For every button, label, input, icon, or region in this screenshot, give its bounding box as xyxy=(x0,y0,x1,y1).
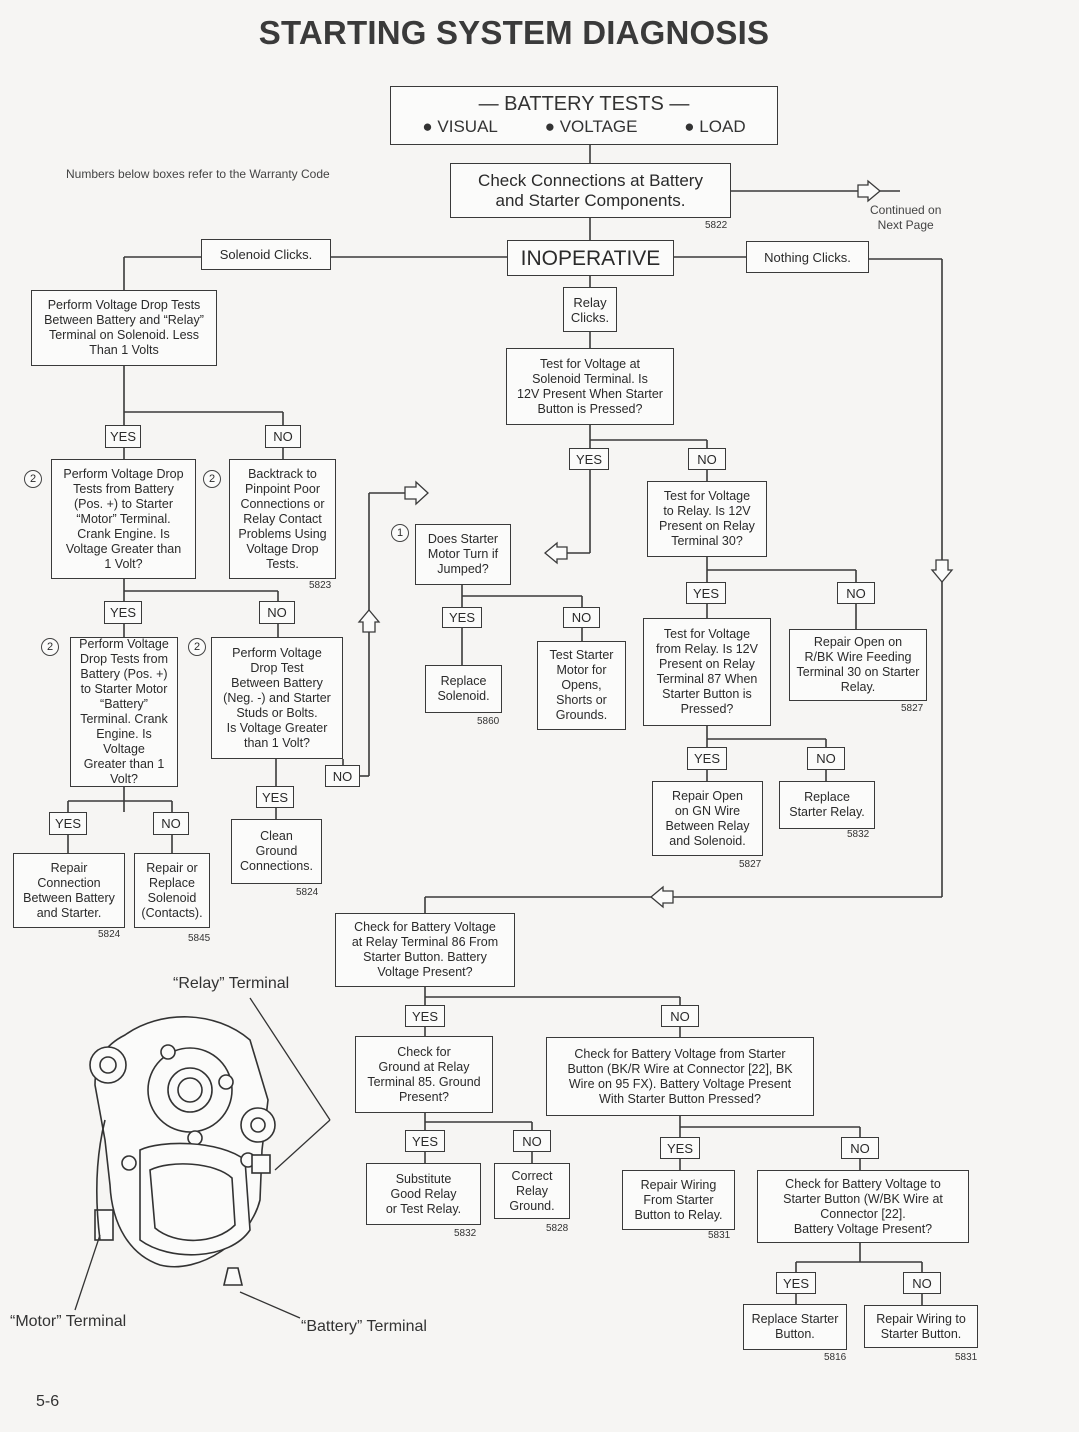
battery-item-voltage: ● VOLTAGE xyxy=(544,117,638,136)
repair-connection-box: Repair Connection Between Battery and St… xyxy=(13,853,125,928)
battery-tests-box: — BATTERY TESTS — ● VISUAL ● VOLTAGE ● L… xyxy=(390,86,778,145)
repair-gn-box: Repair Open on GN Wire Between Relay and… xyxy=(652,781,763,856)
yes-label: YES xyxy=(776,1272,816,1294)
replace-button-box: Replace Starter Button. xyxy=(743,1304,847,1350)
backtrack-box: Backtrack to Pinpoint Poor Connections o… xyxy=(229,459,336,579)
vdrop-relay-box: Perform Voltage Drop Tests Between Batte… xyxy=(31,290,217,366)
yes-label: YES xyxy=(686,582,726,604)
test-relay-30-box: Test for Voltage to Relay. Is 12V Presen… xyxy=(647,481,767,557)
relay-clicks-label: Relay Clicks. xyxy=(563,287,617,332)
warranty-code: 5827 xyxy=(901,703,924,714)
yes-label: YES xyxy=(442,607,482,628)
battery-item-load: ● LOAD xyxy=(684,117,746,136)
yes-label: YES xyxy=(405,1005,445,1027)
inoperative-box: INOPERATIVE xyxy=(507,240,674,276)
vdrop-battery-box: Perform Voltage Drop Tests from Battery … xyxy=(70,637,178,787)
yes-label: YES xyxy=(256,786,294,808)
terminal-leader-lines xyxy=(74,997,331,1319)
step-number-1: 1 xyxy=(391,524,409,542)
vdrop-motor-box: Perform Voltage Drop Tests from Battery … xyxy=(51,459,196,579)
arrow-right-continued xyxy=(857,179,882,203)
no-label: NO xyxy=(513,1130,551,1152)
relay-terminal-label: “Relay” Terminal xyxy=(173,975,290,992)
no-label: NO xyxy=(837,582,875,604)
repair-wiring-button-box: Repair Wiring to Starter Button. xyxy=(864,1305,978,1348)
yes-label: YES xyxy=(105,425,141,448)
no-label: NO xyxy=(903,1272,941,1294)
warranty-code: 5824 xyxy=(98,929,121,940)
warranty-note: Numbers below boxes refer to the Warrant… xyxy=(66,167,330,181)
warranty-code: 5827 xyxy=(739,859,762,870)
starter-motor-illustration xyxy=(89,1016,276,1286)
no-label: NO xyxy=(265,425,301,448)
repair-rbk-box: Repair Open on R/BK Wire Feeding Termina… xyxy=(789,629,927,701)
replace-relay-box: Replace Starter Relay. xyxy=(779,781,875,829)
warranty-code: 5824 xyxy=(296,887,319,898)
no-label: NO xyxy=(259,601,295,624)
step-number-2: 2 xyxy=(41,638,59,656)
page-title: STARTING SYSTEM DIAGNOSIS xyxy=(258,14,770,51)
warranty-code: 5831 xyxy=(708,1230,731,1241)
arrow-down-right xyxy=(930,559,954,584)
check-relay-86-box: Check for Battery Voltage at Relay Termi… xyxy=(335,913,515,987)
vdrop-neg-box: Perform Voltage Drop Test Between Batter… xyxy=(211,637,343,759)
check-button-voltage-box: Check for Battery Voltage from Starter B… xyxy=(546,1037,814,1116)
check-button-wbk-box: Check for Battery Voltage to Starter But… xyxy=(757,1170,969,1243)
page-number: 5-6 xyxy=(36,1393,60,1410)
arrow-up-loop xyxy=(357,608,381,633)
arrow-right-loop xyxy=(404,480,429,506)
continued-note: Continued on Next Page xyxy=(870,203,942,232)
no-label: NO xyxy=(563,607,600,628)
battery-tests-heading: — BATTERY TESTS — xyxy=(478,93,690,115)
yes-label: YES xyxy=(569,448,609,470)
correct-ground-box: Correct Relay Ground. xyxy=(494,1163,570,1219)
substitute-relay-box: Substitute Good Relay or Test Relay. xyxy=(366,1163,481,1225)
warranty-code: 5828 xyxy=(546,1223,569,1234)
repair-wiring-relay-box: Repair Wiring From Starter Button to Rel… xyxy=(622,1170,735,1230)
check-connections-box: Check Connections at Battery and Starter… xyxy=(450,163,731,218)
warranty-code: 5823 xyxy=(309,580,332,591)
battery-terminal-label: “Battery” Terminal xyxy=(301,1318,427,1335)
yes-label: YES xyxy=(405,1130,445,1152)
no-label: NO xyxy=(688,448,726,470)
arrow-left-relay86 xyxy=(649,885,674,909)
test-relay-87-box: Test for Voltage from Relay. Is 12V Pres… xyxy=(643,618,771,726)
warranty-code: 5845 xyxy=(188,933,211,944)
test-starter-box: Test Starter Motor for Opens, Shorts or … xyxy=(537,641,626,730)
motor-terminal-label: “Motor” Terminal xyxy=(10,1313,127,1330)
warranty-code: 5832 xyxy=(454,1228,477,1239)
nothing-clicks-label: Nothing Clicks. xyxy=(746,241,869,273)
step-number-2: 2 xyxy=(203,470,221,488)
yes-label: YES xyxy=(49,812,87,835)
arrow-left-jumped xyxy=(543,541,568,565)
yes-label: YES xyxy=(687,747,727,770)
warranty-code: 5822 xyxy=(705,220,728,231)
check-ground-85-box: Check for Ground at Relay Terminal 85. G… xyxy=(355,1036,493,1113)
no-label: NO xyxy=(325,765,360,787)
warranty-code: 5816 xyxy=(824,1352,847,1363)
solenoid-clicks-label: Solenoid Clicks. xyxy=(201,239,331,270)
no-label: NO xyxy=(661,1005,699,1027)
no-label: NO xyxy=(841,1137,879,1159)
step-number-2: 2 xyxy=(24,470,42,488)
warranty-code: 5831 xyxy=(955,1352,978,1363)
yes-label: YES xyxy=(660,1137,700,1159)
warranty-code: 5860 xyxy=(477,716,500,727)
warranty-code: 5832 xyxy=(847,829,870,840)
step-number-2: 2 xyxy=(188,638,206,656)
battery-item-visual: ● VISUAL xyxy=(422,117,498,136)
no-label: NO xyxy=(807,747,845,770)
starter-jumped-box: Does Starter Motor Turn if Jumped? xyxy=(415,524,511,585)
test-solenoid-voltage-box: Test for Voltage at Solenoid Terminal. I… xyxy=(506,348,674,425)
clean-ground-box: Clean Ground Connections. xyxy=(231,819,322,884)
replace-solenoid-box: Replace Solenoid. xyxy=(425,665,502,713)
yes-label: YES xyxy=(104,601,142,624)
no-label: NO xyxy=(153,812,189,835)
repair-solenoid-box: Repair or Replace Solenoid (Contacts). xyxy=(134,853,210,928)
